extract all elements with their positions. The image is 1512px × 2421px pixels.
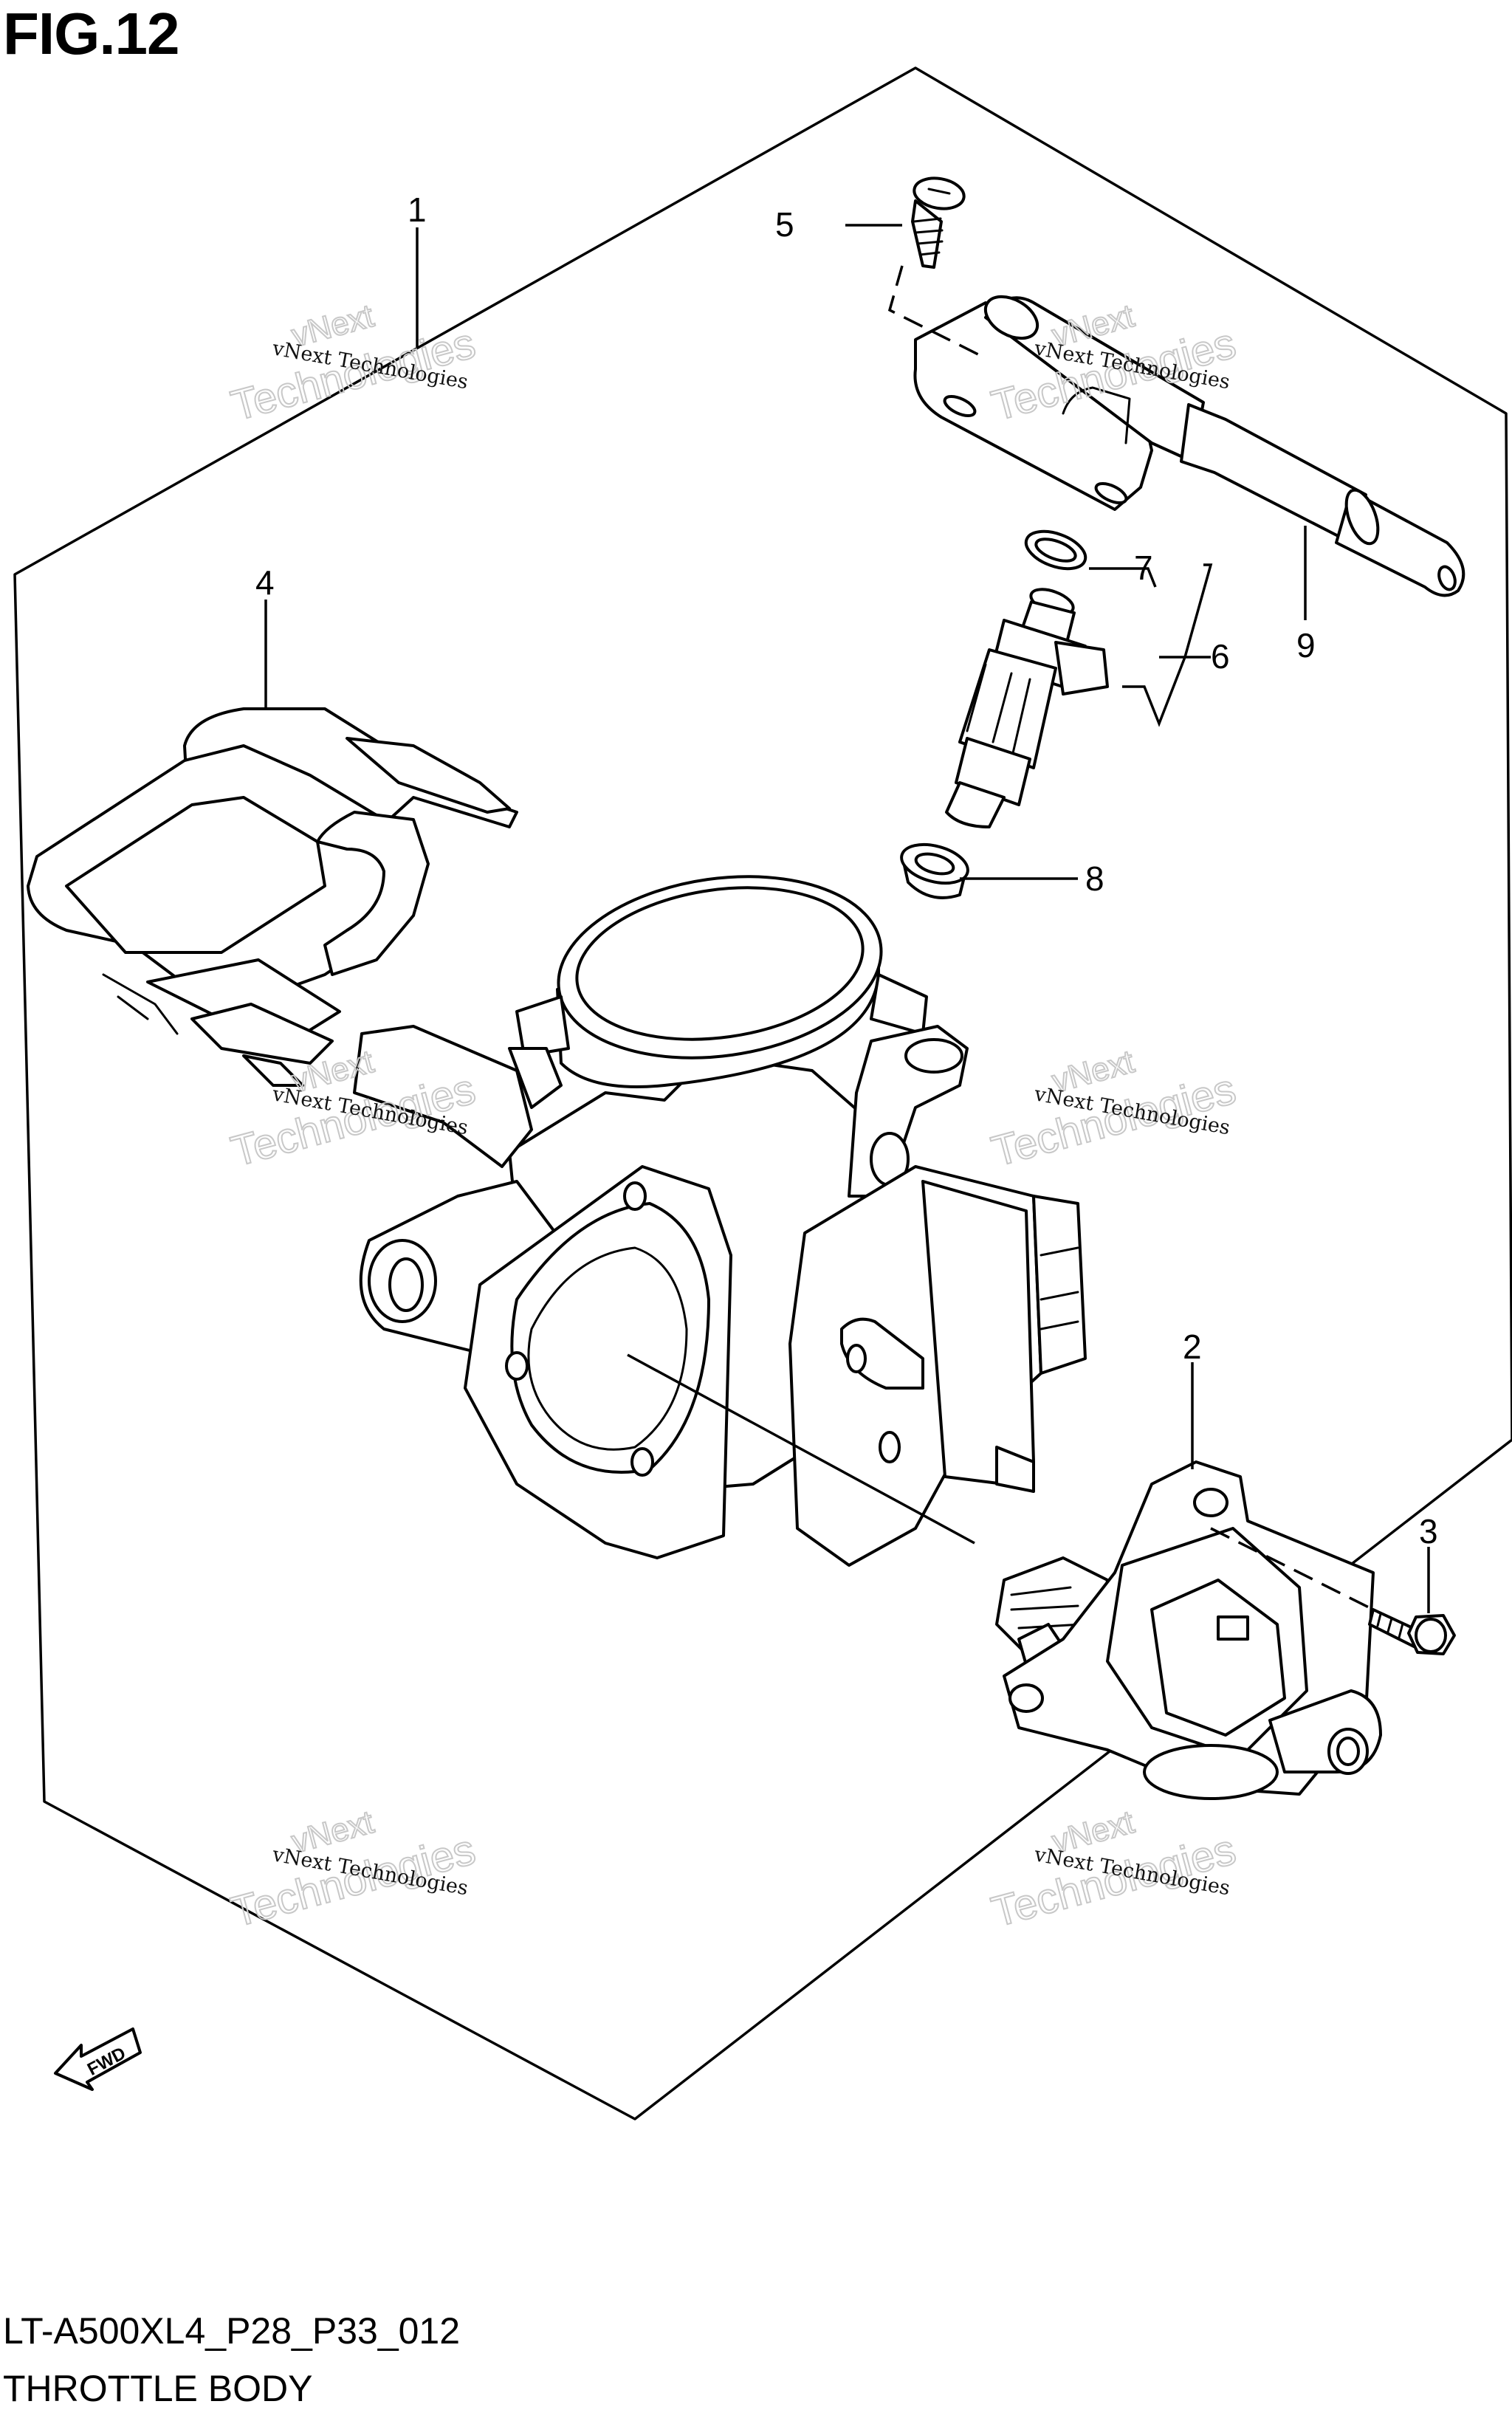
figure-title: FIG.12 — [3, 1, 180, 66]
callout-2: 2 — [1183, 1328, 1202, 1366]
figure-code: LT-A500XL4_P28_P33_012 — [3, 2310, 461, 2352]
bolt[interactable] — [1368, 1608, 1456, 1655]
callout-3: 3 — [1419, 1512, 1438, 1551]
assembly-boundary — [13, 66, 1512, 2120]
screw[interactable] — [911, 174, 966, 269]
callout-5: 5 — [775, 205, 794, 244]
fuel-injector[interactable] — [945, 585, 1109, 828]
callout-9: 9 — [1296, 626, 1316, 665]
watermark-top-left: vNext Technologies vNext Technologies — [226, 297, 481, 430]
watermark-bottom-left: vNext Technologies vNext Technologies — [226, 1803, 481, 1937]
callout-1: 1 — [408, 190, 427, 229]
injector-seal[interactable] — [897, 838, 972, 899]
o-ring[interactable] — [1021, 524, 1090, 576]
callout-7: 7 — [1134, 549, 1153, 587]
watermark-bottom-right: vNext Technologies vNext Technologies — [986, 1803, 1242, 1937]
figure-name: THROTTLE BODY — [3, 2368, 313, 2409]
fuel-delivery-pipe[interactable] — [913, 288, 1465, 597]
fwd-arrow-icon: FWD — [54, 2027, 142, 2091]
watermark-middle-right: vNext Technologies vNext Technologies — [986, 1043, 1242, 1176]
callout-6: 6 — [1211, 637, 1230, 676]
callout-4: 4 — [255, 563, 275, 602]
injector-bracket[interactable] — [27, 707, 518, 1087]
callout-8: 8 — [1085, 859, 1104, 898]
throttle-body[interactable] — [353, 857, 1087, 1567]
idle-speed-control-valve[interactable] — [995, 1460, 1382, 1800]
